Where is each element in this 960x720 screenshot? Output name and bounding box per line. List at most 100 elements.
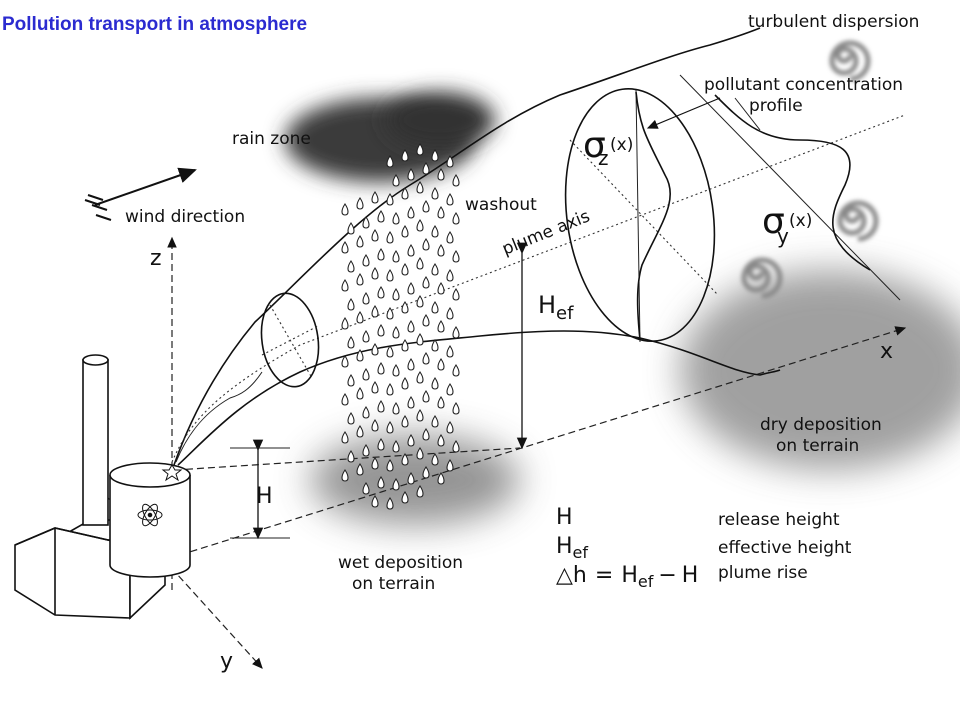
raindrop (431, 339, 439, 352)
label-concentration-profile-2: profile (749, 96, 803, 116)
legend-h-symbol: H (556, 505, 573, 530)
raindrop (416, 333, 424, 346)
raindrop (362, 406, 370, 419)
raindrop (392, 288, 400, 301)
raindrop (452, 402, 460, 415)
label-wet-deposition-2: on terrain (352, 574, 435, 594)
raindrop (446, 459, 454, 472)
raindrop (386, 421, 394, 434)
raindrop (401, 453, 409, 466)
raindrop (347, 222, 355, 235)
raindrop (362, 216, 370, 229)
raindrop (377, 438, 385, 451)
raindrop (392, 478, 400, 491)
raindrop (431, 187, 439, 200)
raindrop (401, 491, 409, 504)
raindrop (422, 352, 430, 365)
raindrop (446, 155, 454, 168)
legend-hef-symbol: Hef (556, 534, 588, 562)
raindrop (377, 362, 385, 375)
raindrop (446, 193, 454, 206)
raindrop (422, 390, 430, 403)
raindrop (446, 345, 454, 358)
plume-cross-section-large (564, 88, 716, 342)
raindrop (386, 459, 394, 472)
raindrop (407, 168, 415, 181)
raindrop (356, 387, 364, 400)
y-axis (89, 477, 263, 669)
raindrop (341, 317, 349, 330)
raindrop (341, 203, 349, 216)
raindrop (431, 377, 439, 390)
raindrop (392, 326, 400, 339)
raindrop (437, 244, 445, 257)
raindrop (347, 298, 355, 311)
raindrop (341, 279, 349, 292)
raindrop (362, 444, 370, 457)
label-axis-x: x (880, 339, 893, 364)
raindrop (437, 434, 445, 447)
concentration-profile-z (635, 91, 672, 341)
raindrop (377, 210, 385, 223)
raindrop (416, 295, 424, 308)
raindrop (341, 393, 349, 406)
legend-release-height: release height (718, 510, 840, 530)
raindrop (446, 231, 454, 244)
raindrop (422, 200, 430, 213)
raindrop (356, 273, 364, 286)
large-section-vertical (635, 89, 641, 343)
raindrop (431, 453, 439, 466)
raindrop (386, 345, 394, 358)
raindrop (347, 450, 355, 463)
raindrop (386, 497, 394, 510)
raindrop (401, 415, 409, 428)
plume-inner-edge (175, 371, 263, 463)
raindrop (416, 257, 424, 270)
raindrop (416, 219, 424, 232)
atom-icon (137, 503, 163, 527)
label-axis-z: z (150, 246, 162, 271)
raindrop (371, 495, 379, 508)
label-wet-deposition-1: wet deposition (338, 553, 463, 573)
raindrop (377, 476, 385, 489)
raindrop (386, 155, 394, 168)
reactor-top (109, 462, 191, 488)
raindrop (392, 250, 400, 263)
raindrop (356, 425, 364, 438)
raindrop (392, 212, 400, 225)
small-section-dotted-1 (269, 304, 313, 379)
raindrop (371, 191, 379, 204)
label-h: H (256, 484, 273, 509)
raindrop (401, 377, 409, 390)
raindrop (446, 307, 454, 320)
raindrop (341, 355, 349, 368)
raindrop (452, 440, 460, 453)
label-h-ef: Hef (538, 291, 574, 324)
raindrop (416, 143, 424, 156)
plume-axis-line (171, 114, 906, 463)
raindrop (356, 349, 364, 362)
raindrop (401, 187, 409, 200)
raindrop (437, 472, 445, 485)
raindrop (386, 231, 394, 244)
ground-line-top (174, 447, 521, 471)
raindrop (356, 311, 364, 324)
raindrop (422, 314, 430, 327)
raindrop (386, 269, 394, 282)
label-washout: washout (465, 195, 537, 215)
raindrop (422, 428, 430, 441)
raindrop (407, 244, 415, 257)
raindrop (347, 412, 355, 425)
raindrop (452, 326, 460, 339)
raindrop (407, 320, 415, 333)
raindrop (437, 396, 445, 409)
raindrop (341, 469, 349, 482)
label-turbulent-dispersion: turbulent dispersion (748, 12, 919, 32)
raindrop (392, 402, 400, 415)
raindrop (452, 212, 460, 225)
raindrop (371, 229, 379, 242)
raindrop (407, 206, 415, 219)
raindrop (401, 263, 409, 276)
raindrop (371, 419, 379, 432)
raindrop (362, 330, 370, 343)
